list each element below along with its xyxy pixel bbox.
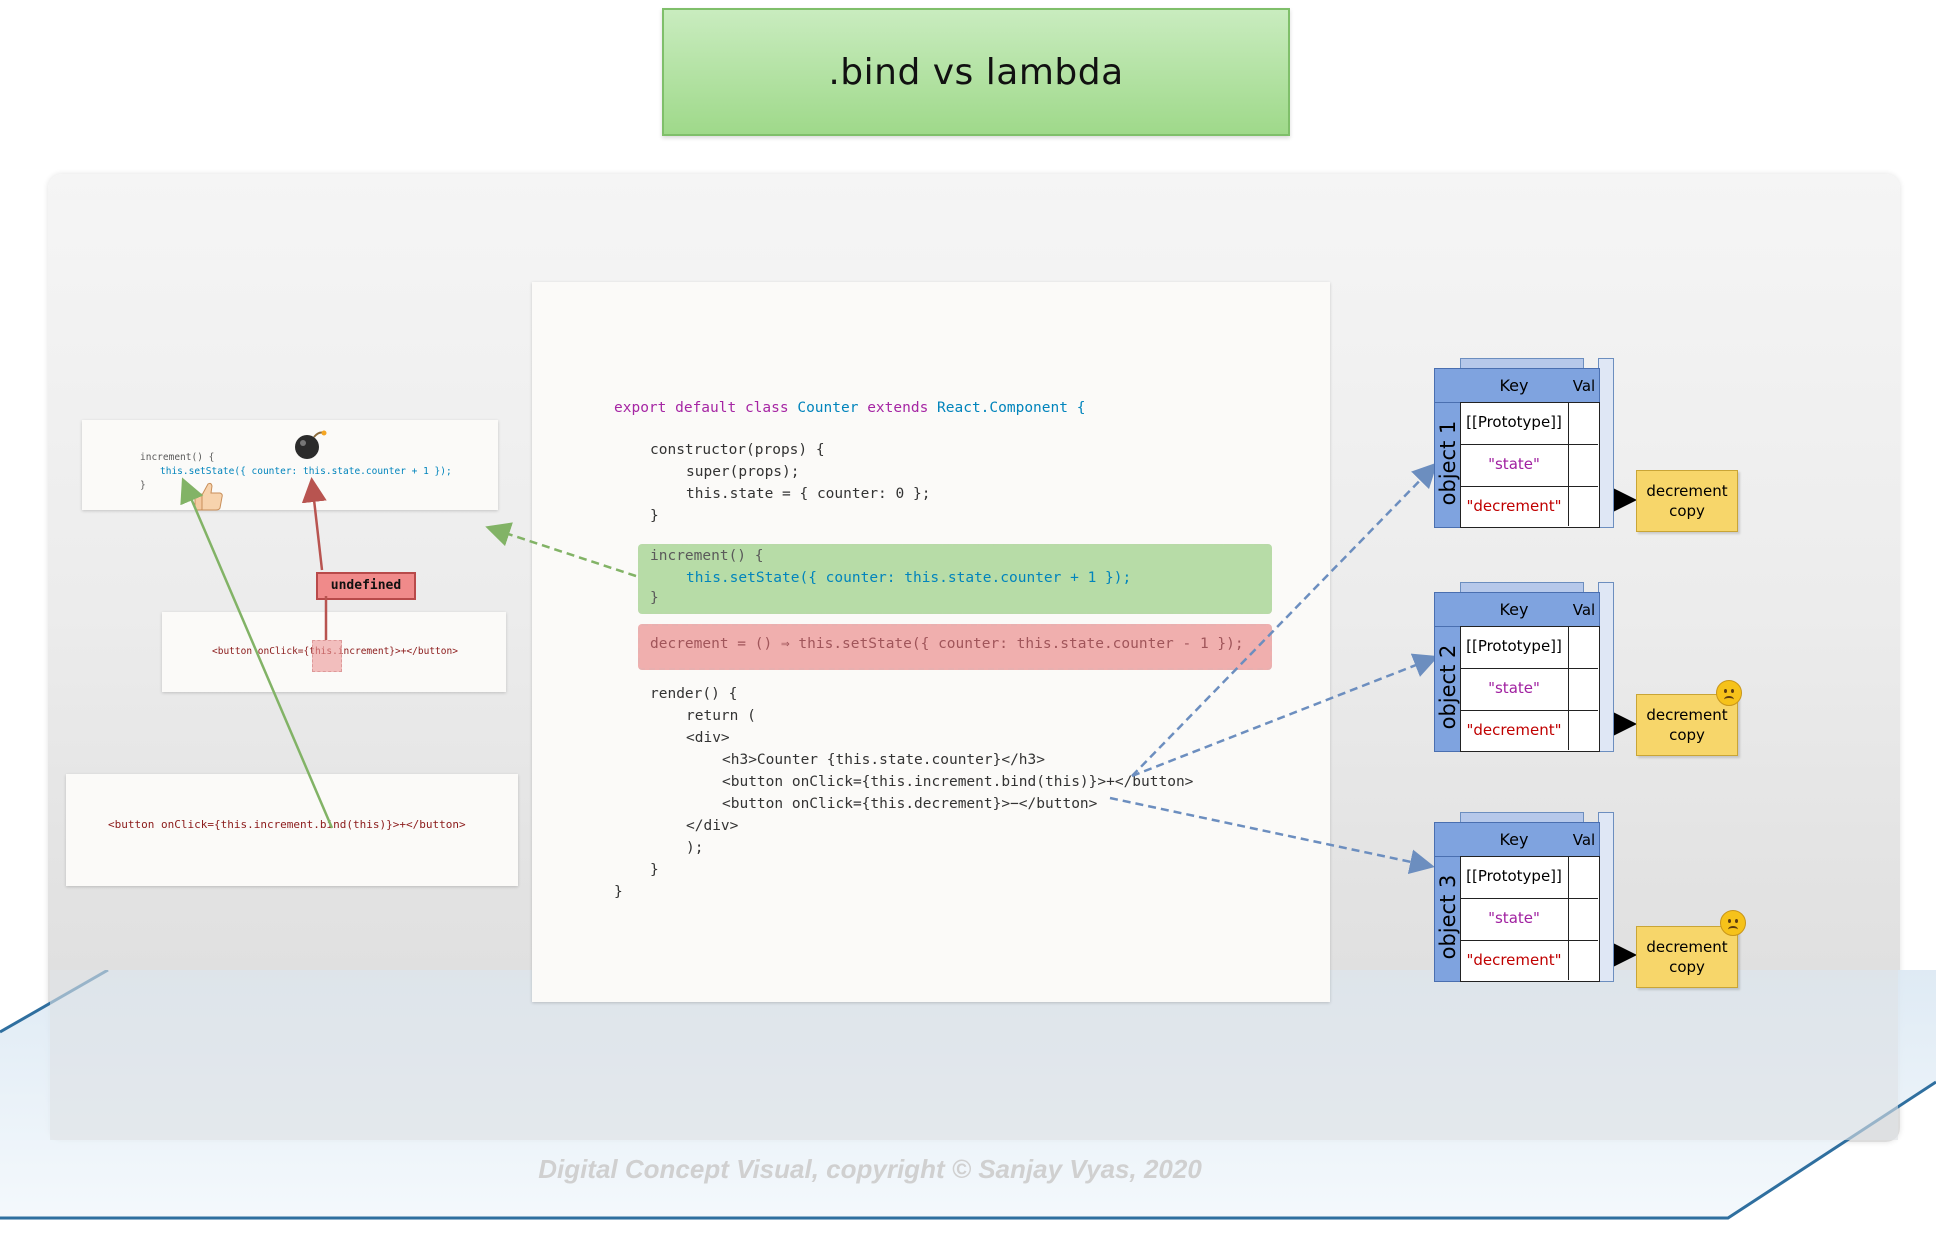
sad-face-icon <box>1720 910 1746 936</box>
snippet-unbound-line: <button onClick={this.increment}>+</butt… <box>212 646 458 657</box>
row-state: "state" <box>1488 679 1540 697</box>
arrow-to-object-2 <box>1131 653 1439 778</box>
code-line-class-close: } <box>614 884 623 900</box>
key-header: Key <box>1499 376 1529 395</box>
code-line-setstate: this.setState({ counter: this.state.coun… <box>686 570 1132 586</box>
arrow-to-object-1 <box>1131 462 1438 777</box>
code-line-div-open: <div> <box>686 730 730 746</box>
arrow-to-object-3 <box>1109 796 1435 875</box>
arrow-increment-to-snippet <box>485 522 637 578</box>
code-line-class: export default class Counter extends Rea… <box>614 400 1086 416</box>
code-line-paren: ); <box>686 840 704 856</box>
arrow-bind-to-increment <box>180 477 334 829</box>
code-line-constructor: constructor(props) { <box>650 442 825 458</box>
row-decrement: "decrement" <box>1466 497 1562 515</box>
code-line-state: this.state = { counter: 0 }; <box>686 486 931 502</box>
object-label: object 1 <box>1436 420 1460 506</box>
snippet-line-3: } <box>140 480 146 491</box>
object-3-table: Key Val [[Prototype]] "state" "decrement… <box>1434 812 1614 982</box>
key-header: Key <box>1499 600 1529 619</box>
code-line-decrement: decrement = () ⇒ this.setState({ counter… <box>650 636 1244 652</box>
snippet-button-unbound: <button onClick={this.increment}>+</butt… <box>162 612 506 692</box>
row-prototype: [[Prototype]] <box>1466 413 1562 431</box>
row-prototype: [[Prototype]] <box>1466 637 1562 655</box>
title-banner: .bind vs lambda <box>662 8 1290 136</box>
code-line-button-bind: <button onClick={this.increment.bind(thi… <box>722 774 1194 790</box>
code-line-render: render() { <box>650 686 738 702</box>
this-highlight <box>312 640 342 672</box>
sad-face-icon <box>1716 680 1742 706</box>
snippet-line-2: this.setState({ counter: this.state.coun… <box>160 466 452 477</box>
row-decrement: "decrement" <box>1466 951 1562 969</box>
snippet-line-1: increment() { <box>140 452 215 463</box>
snippet-button-bind: <button onClick={this.increment.bind(thi… <box>66 774 518 886</box>
arrow-this-to-state <box>312 482 326 640</box>
object-1-table: Key Val [[Prototype]] "state" "decrement… <box>1434 358 1614 528</box>
row-prototype: [[Prototype]] <box>1466 867 1562 885</box>
val-header: Val <box>1572 377 1596 395</box>
code-line-increment-close: } <box>650 590 659 606</box>
code-line-render-close: } <box>650 862 659 878</box>
code-line-h3: <h3>Counter {this.state.counter}</h3> <box>722 752 1046 768</box>
key-header: Key <box>1499 830 1529 849</box>
bomb-icon <box>295 430 327 459</box>
increment-highlight: increment() { this.setState({ counter: t… <box>638 544 1272 614</box>
snippet-bind-line: <button onClick={this.increment.bind(thi… <box>108 818 466 831</box>
title-text: .bind vs lambda <box>828 51 1124 93</box>
val-header: Val <box>1572 601 1596 619</box>
copyright-text: Digital Concept Visual, copyright © Sanj… <box>538 1154 1202 1184</box>
code-line-div-close: </div> <box>686 818 739 834</box>
row-state: "state" <box>1488 455 1540 473</box>
row-state: "state" <box>1488 909 1540 927</box>
row-decrement: "decrement" <box>1466 721 1562 739</box>
val-header: Val <box>1572 831 1596 849</box>
undefined-badge: undefined <box>316 572 416 600</box>
object-label: object 2 <box>1436 644 1460 730</box>
code-line-close: } <box>650 508 659 524</box>
code-line-increment: increment() { <box>650 548 764 564</box>
object-label: object 3 <box>1436 874 1460 960</box>
code-line-button-lambda: <button onClick={this.decrement}>−</butt… <box>722 796 1098 812</box>
object-2-table: Key Val [[Prototype]] "state" "decrement… <box>1434 582 1614 752</box>
decrement-highlight: decrement = () ⇒ this.setState({ counter… <box>638 624 1272 670</box>
code-line-super: super(props); <box>686 464 800 480</box>
code-line-return: return ( <box>686 708 756 724</box>
